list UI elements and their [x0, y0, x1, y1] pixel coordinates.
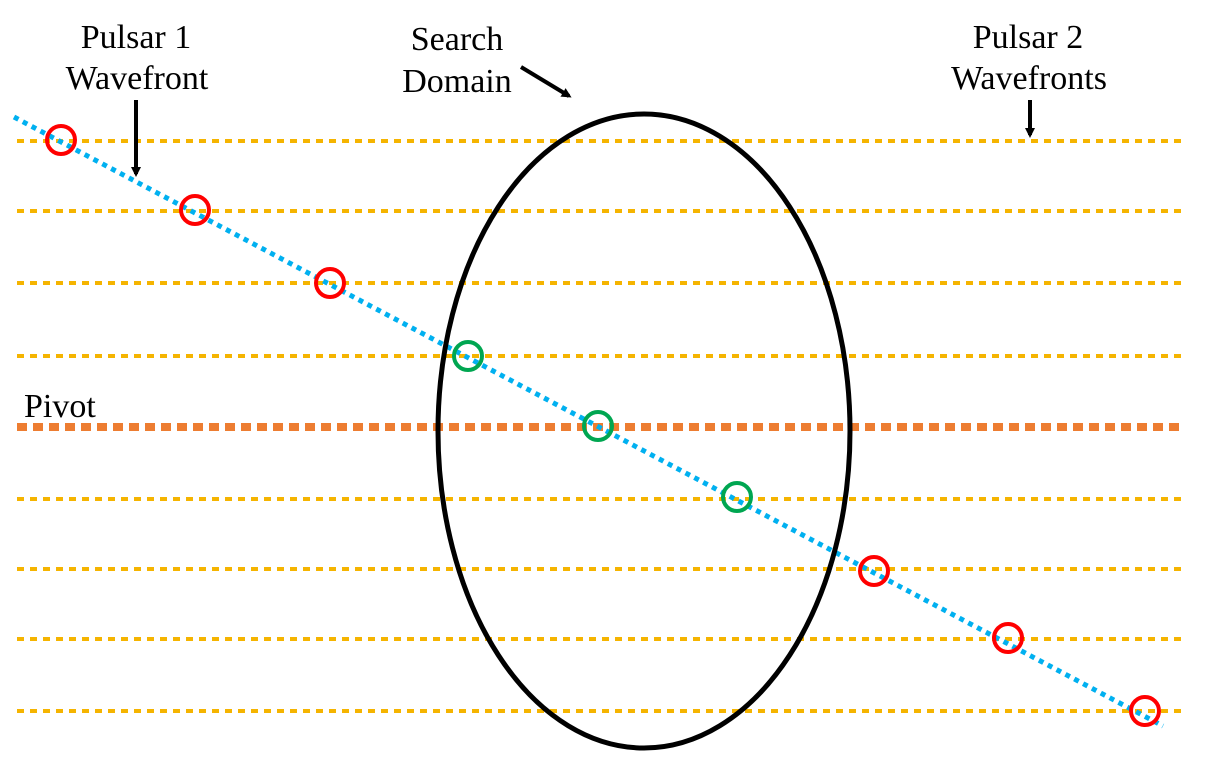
intersection-marker-outside [858, 555, 890, 587]
search-domain-label-line2: Domain [402, 63, 512, 100]
pivot-label: Pivot [24, 388, 96, 425]
pulsar1-label-line2: Wavefront [66, 60, 209, 97]
intersection-markers [45, 124, 1161, 727]
pulsar1-label-line1: Pulsar 1 [81, 19, 192, 56]
intersection-marker-outside [45, 124, 77, 156]
pulsar1-wavefront-line [12, 114, 1165, 729]
search-domain-ellipse [435, 111, 853, 751]
intersection-marker-inside [721, 481, 753, 513]
intersection-marker-outside [314, 267, 346, 299]
intersection-marker-outside [179, 194, 211, 226]
pulsar2-label-line2: Wavefronts [951, 60, 1107, 97]
intersection-marker-inside [452, 340, 484, 372]
search-domain-arrow [519, 65, 572, 98]
intersection-marker-outside [992, 622, 1024, 654]
pulsar2-label-line1: Pulsar 2 [973, 19, 1084, 56]
intersection-marker-inside [582, 410, 614, 442]
intersection-marker-outside [1129, 695, 1161, 727]
search-domain-label-line1: Search [411, 21, 504, 58]
